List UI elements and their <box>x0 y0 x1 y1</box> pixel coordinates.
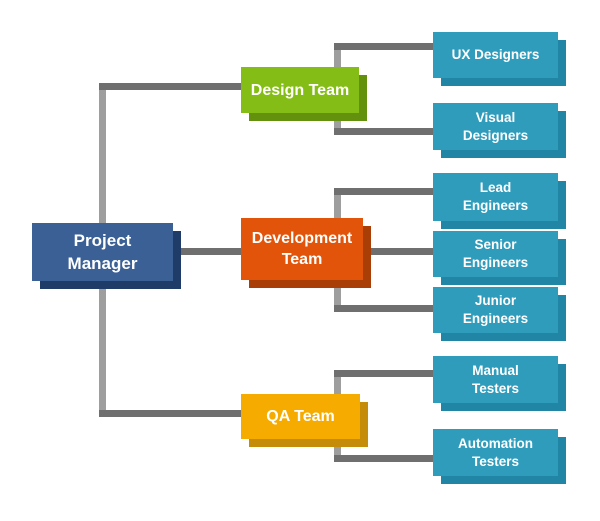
connector-pm-to-design-team <box>99 83 241 90</box>
connector-design-to-ux-designers <box>334 43 433 50</box>
node-senior-engineers-label: Senior Engineers <box>462 237 529 270</box>
node-senior-engineers: Senior Engineers <box>433 231 558 277</box>
connector-dev-to-lead-engineers <box>334 188 433 195</box>
node-design-team-label: Design Team <box>250 81 350 99</box>
node-development-team-label: Development Team <box>251 230 353 268</box>
node-ux-designers: UX Designers <box>433 32 558 78</box>
node-lead-engineers-label: Lead Engineers <box>462 180 529 213</box>
node-automation-testers-label: Automation Testers <box>458 435 533 469</box>
node-development-team: Development Team <box>241 218 363 280</box>
node-junior-engineers: Junior Engineers <box>433 287 558 333</box>
node-visual-designers: Visual Designers <box>433 103 558 150</box>
node-junior-engineers-label: Junior Engineers <box>462 293 529 326</box>
node-automation-testers: Automation Testers <box>433 429 558 476</box>
node-visual-designers-label: Visual Designers <box>462 109 529 143</box>
node-ux-designers-label: UX Designers <box>451 47 540 62</box>
connector-design-to-visual-designers <box>334 128 433 135</box>
node-qa-team-label: QA Team <box>266 408 335 425</box>
connector-dev-to-senior-engineers <box>334 248 433 255</box>
node-project-manager-label: Project Manager <box>67 231 138 273</box>
connector-qa-to-automation-testers <box>334 455 433 462</box>
connector-pm-to-qa-team <box>99 410 241 417</box>
node-manual-testers-label: Manual Testers <box>471 362 520 396</box>
node-design-team: Design Team <box>241 67 359 113</box>
node-lead-engineers: Lead Engineers <box>433 173 558 221</box>
node-project-manager: Project Manager <box>32 223 173 281</box>
node-manual-testers: Manual Testers <box>433 356 558 403</box>
node-qa-team: QA Team <box>241 394 360 439</box>
connector-dev-to-junior-engineers <box>334 305 433 312</box>
connector-qa-to-manual-testers <box>334 370 433 377</box>
